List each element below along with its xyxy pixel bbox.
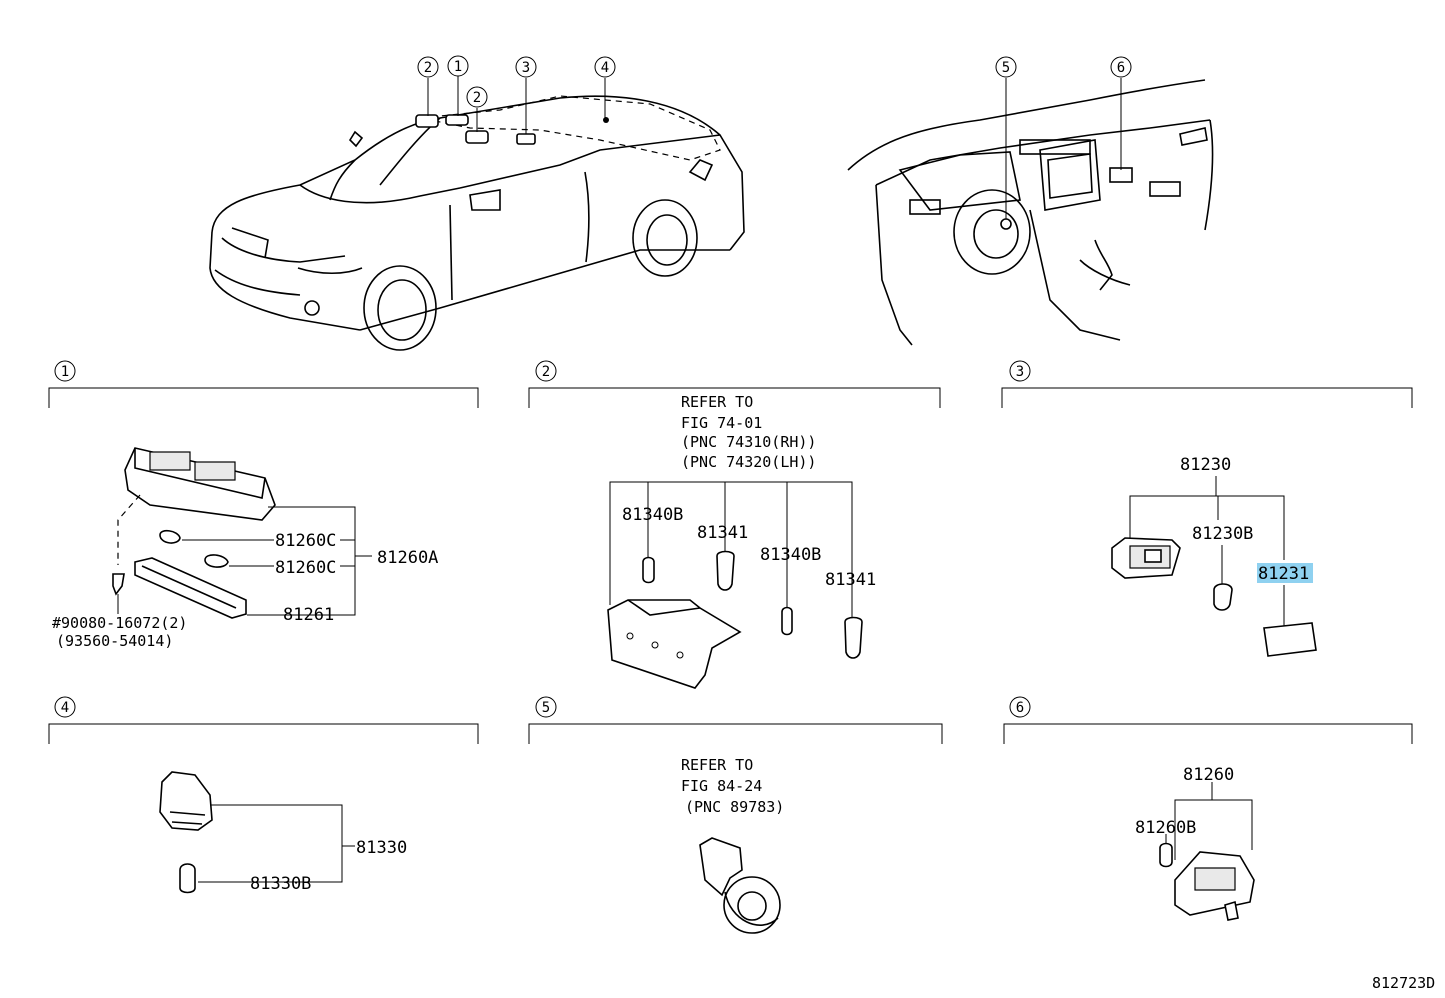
screw-alt-part-label: (93560-54014) bbox=[56, 632, 173, 650]
part-81341-label-2: 81341 bbox=[825, 570, 876, 590]
part-81260-label: 81260 bbox=[1183, 765, 1234, 785]
svg-text:2: 2 bbox=[473, 90, 481, 106]
part-81330-label: 81330 bbox=[356, 838, 407, 858]
svg-text:3: 3 bbox=[1016, 364, 1024, 380]
section-2-refer-line-4: (PNC 74320(LH)) bbox=[681, 453, 816, 471]
section-callout-1: 1 bbox=[54, 360, 76, 382]
top-callout-5: 5 bbox=[995, 56, 1017, 78]
part-81231-label[interactable]: 81231 bbox=[1258, 564, 1309, 584]
svg-text:6: 6 bbox=[1117, 60, 1125, 76]
top-callout-1: 1 bbox=[447, 55, 469, 77]
top-callout-2b: 2 bbox=[466, 86, 488, 108]
part-81231-highlight bbox=[1257, 563, 1313, 583]
section-callout-4: 4 bbox=[54, 696, 76, 718]
section-6-glovebox-lamp bbox=[1159, 782, 1255, 921]
svg-text:2: 2 bbox=[424, 60, 432, 76]
top-callout-4: 4 bbox=[594, 56, 616, 78]
svg-text:6: 6 bbox=[1016, 700, 1024, 716]
svg-text:4: 4 bbox=[61, 700, 69, 716]
part-81260c-label-1: 81260C bbox=[275, 531, 336, 551]
part-81260b-label: 81260B bbox=[1135, 818, 1196, 838]
svg-text:3: 3 bbox=[522, 60, 530, 76]
section-2-refer-line-1: REFER TO bbox=[681, 393, 753, 411]
section-2-refer-line-2: FIG 74-01 bbox=[681, 414, 762, 432]
part-81340b-label-2: 81340B bbox=[760, 545, 821, 565]
part-81340b-label-1: 81340B bbox=[622, 505, 683, 525]
section-2-refer-line-3: (PNC 74310(RH)) bbox=[681, 433, 816, 451]
top-callout-3: 3 bbox=[515, 56, 537, 78]
section-callout-5: 5 bbox=[535, 696, 557, 718]
car-overview-illustration bbox=[209, 76, 745, 351]
svg-text:1: 1 bbox=[454, 59, 462, 75]
top-callout-2a: 2 bbox=[417, 56, 439, 78]
screw-part-label: #90080-16072(2) bbox=[52, 614, 187, 632]
section-1-map-lamp bbox=[112, 447, 372, 619]
section-brackets bbox=[48, 387, 1413, 744]
section-4-courtesy-lamp bbox=[159, 771, 355, 894]
svg-text:5: 5 bbox=[542, 700, 550, 716]
svg-text:1: 1 bbox=[61, 364, 69, 380]
section-callout-3: 3 bbox=[1009, 360, 1031, 382]
figure-code: 812723D bbox=[1372, 974, 1435, 992]
svg-text:2: 2 bbox=[542, 364, 550, 380]
svg-text:5: 5 bbox=[1002, 60, 1010, 76]
part-81341-label-1: 81341 bbox=[697, 523, 748, 543]
section-callout-2: 2 bbox=[535, 360, 557, 382]
svg-text:4: 4 bbox=[601, 60, 609, 76]
section-5-refer-line-3: (PNC 89783) bbox=[685, 798, 784, 816]
part-81260c-label-2: 81260C bbox=[275, 558, 336, 578]
section-callout-6: 6 bbox=[1009, 696, 1031, 718]
section-5-ignition-lamp bbox=[699, 837, 781, 934]
section-3-vanity-lamp bbox=[1111, 476, 1317, 657]
section-5-refer-line-2: FIG 84-24 bbox=[681, 777, 762, 795]
part-81260a-label: 81260A bbox=[377, 548, 438, 568]
part-81230-label: 81230 bbox=[1180, 455, 1231, 475]
part-81230b-label: 81230B bbox=[1192, 524, 1253, 544]
part-81330b-label: 81330B bbox=[250, 874, 311, 894]
dashboard-overview-illustration bbox=[847, 78, 1214, 346]
top-callout-6: 6 bbox=[1110, 56, 1132, 78]
section-2-visor-lamp bbox=[607, 481, 863, 689]
section-5-refer-line-1: REFER TO bbox=[681, 756, 753, 774]
part-81261-label: 81261 bbox=[283, 605, 334, 625]
